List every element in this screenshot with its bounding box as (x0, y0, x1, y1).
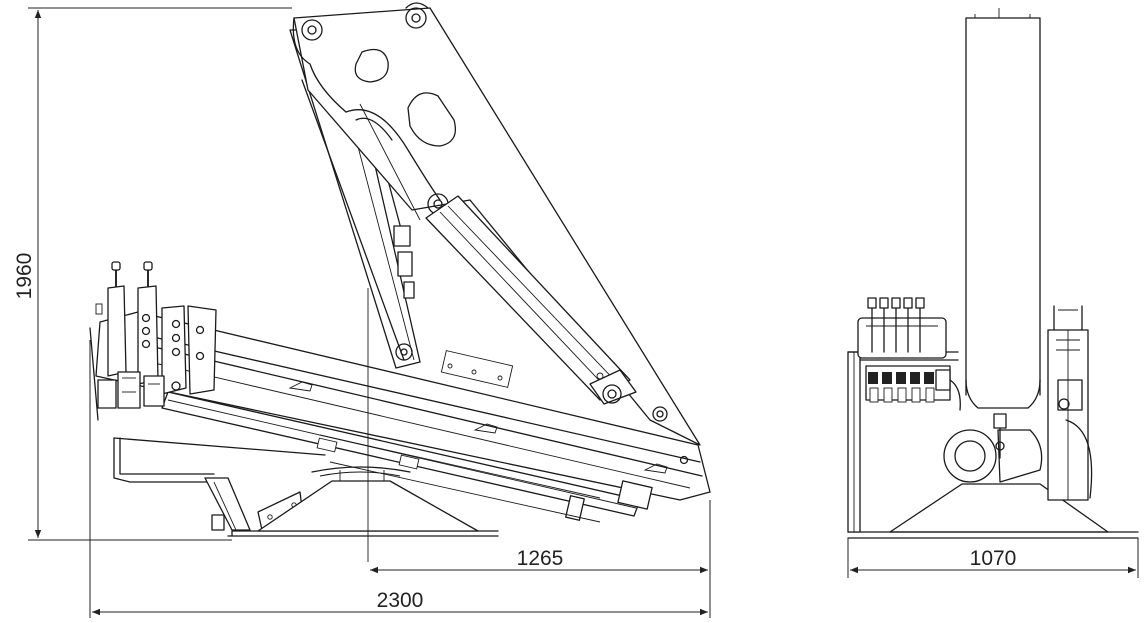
control-levers (89, 261, 217, 421)
side-view (89, 2, 711, 562)
overall-length-dimension-label: 2300 (377, 589, 424, 612)
width-dimension: 1070 (847, 538, 1139, 578)
height-dimension: 1960 (13, 7, 292, 541)
inner-boom (292, 2, 701, 446)
base-plate (227, 530, 499, 537)
reach-dimension-label: 1265 (517, 547, 564, 570)
reach-dimension: 1265 (370, 500, 711, 618)
lift-cylinder (425, 195, 668, 422)
front-slewing-base (943, 413, 1043, 483)
front-view (847, 8, 1139, 539)
height-dimension-label: 1960 (13, 253, 36, 300)
crane-column (289, 29, 421, 369)
front-boom-side (1047, 305, 1093, 501)
front-base-plate (847, 483, 1139, 539)
width-dimension-label: 1070 (970, 547, 1017, 570)
front-column (965, 8, 1041, 409)
front-control-valves (857, 297, 961, 411)
overall-length-dimension: 2300 (89, 340, 708, 618)
